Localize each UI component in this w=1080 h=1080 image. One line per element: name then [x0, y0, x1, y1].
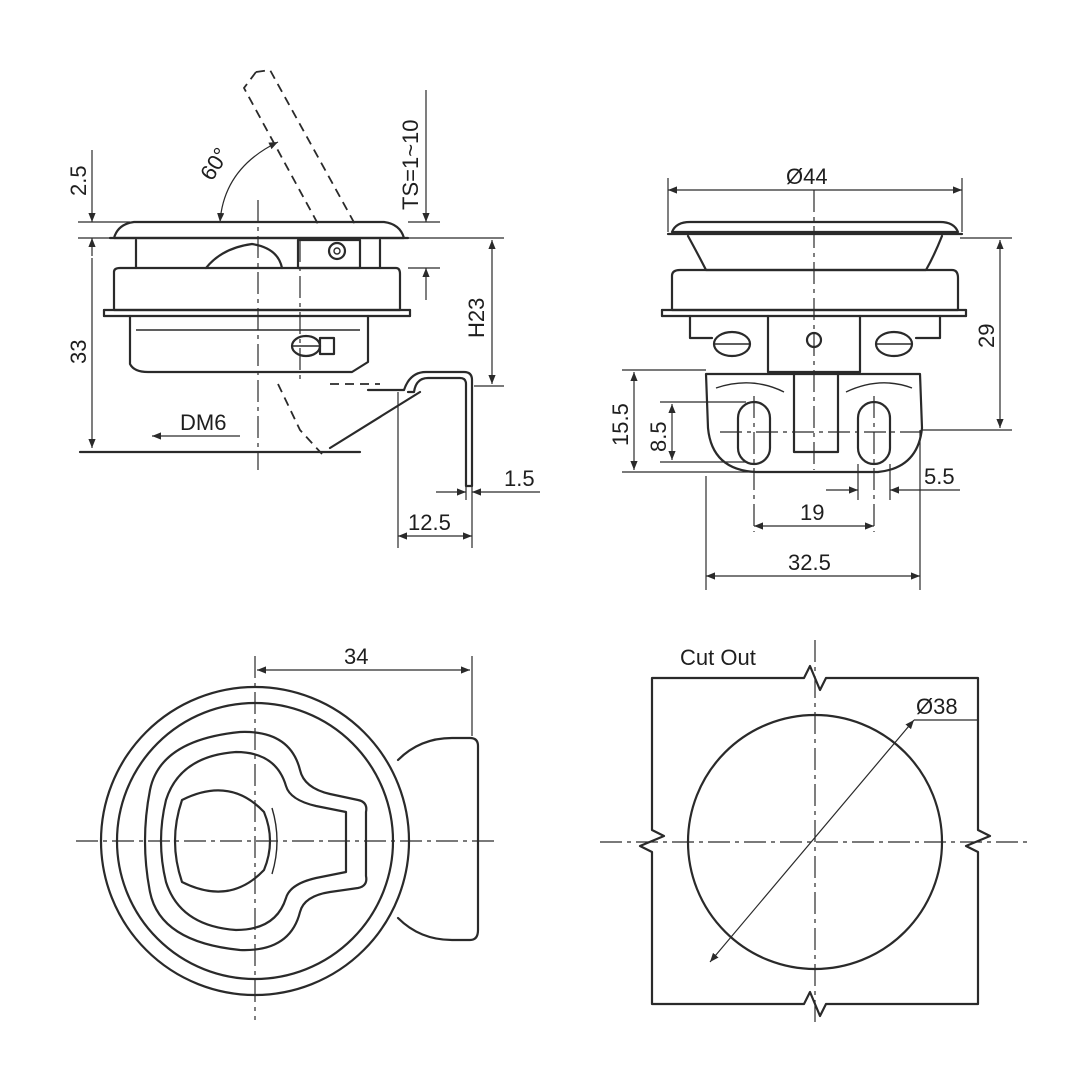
dim-29: 29 [974, 324, 999, 348]
cutout-panel [638, 664, 992, 1018]
dim-1-5: 1.5 [504, 466, 535, 491]
angle-label: 60° [195, 143, 234, 184]
dia-44: Ø44 [786, 164, 828, 189]
dim-8-5: 8.5 [646, 421, 671, 452]
angle-arc [217, 141, 279, 223]
dim-5-5: 5.5 [924, 464, 955, 489]
dia-38: Ø38 [916, 694, 958, 719]
thread-label: DM6 [180, 410, 226, 435]
dim-32-5: 32.5 [788, 550, 831, 575]
side-flange [112, 220, 406, 240]
side-view: 60° 2.5 33 DM6 [66, 69, 540, 548]
dim-33: 33 [66, 340, 91, 364]
front-body [670, 268, 960, 312]
side-bracket [366, 370, 474, 488]
dim-19: 19 [800, 500, 824, 525]
dim-12-5: 12.5 [408, 510, 451, 535]
top-view: 34 [76, 644, 494, 1020]
ts-label: TS=1~10 [398, 119, 423, 210]
pivot-pin [327, 241, 347, 261]
front-flange [670, 220, 960, 234]
side-handle [204, 242, 284, 270]
front-view: Ø44 29 15.5 8.5 5.5 19 32.5 [608, 164, 1012, 590]
h23-label: H23 [464, 298, 489, 338]
top-lug [396, 736, 480, 942]
side-body [112, 266, 402, 312]
inner-recess [143, 730, 368, 952]
dim-34: 34 [344, 644, 368, 669]
lifted-handle [242, 69, 357, 227]
cutout-view: Cut Out Ø38 [600, 640, 1030, 1026]
thumb-grip [173, 789, 272, 893]
dim-2-5: 2.5 [66, 165, 91, 196]
dim-15-5: 15.5 [608, 403, 633, 446]
cutout-title: Cut Out [680, 645, 756, 670]
